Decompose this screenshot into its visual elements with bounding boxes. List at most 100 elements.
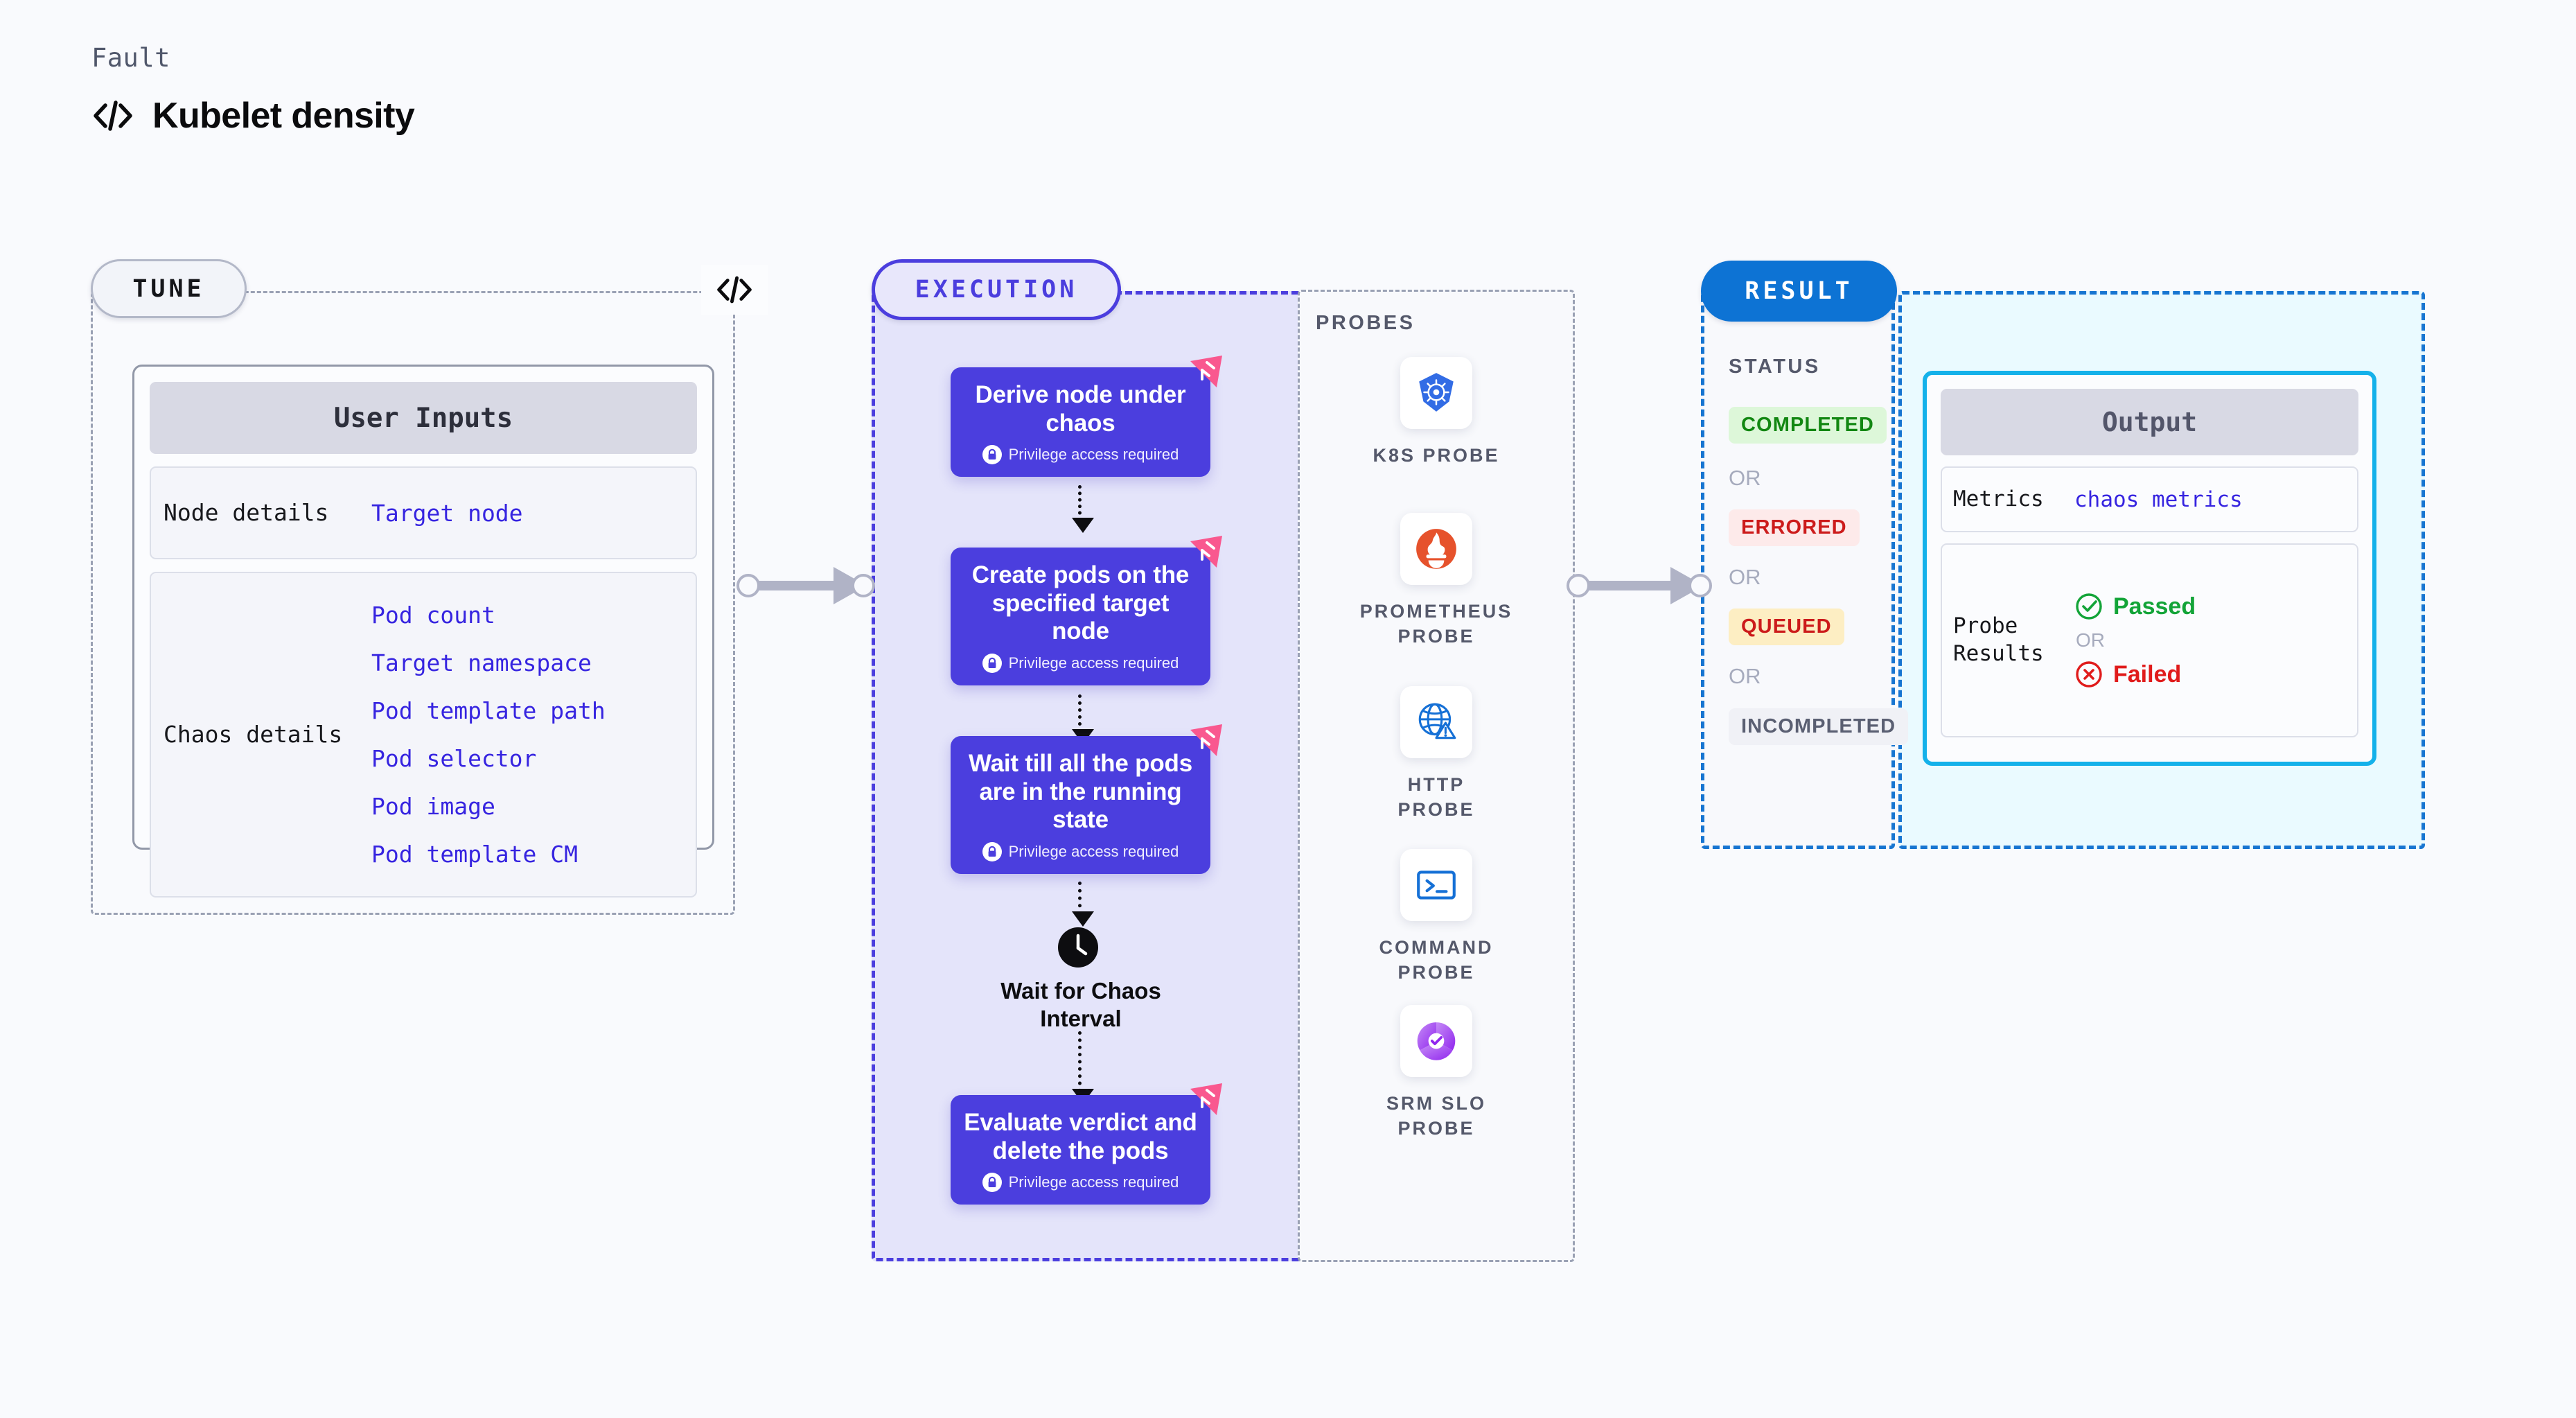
flow-arrow [1072, 694, 1094, 744]
flow-node-privilege-note: Privilege access required [963, 1173, 1198, 1193]
harness-logo-badge-icon [1190, 356, 1222, 387]
wait-for-chaos-interval-label: Wait for Chaos Interval [1000, 978, 1161, 1031]
flow-node-evaluate-verdict[interactable]: Evaluate verdict and delete the pods Pri… [951, 1083, 1222, 1205]
clock-icon [1058, 927, 1098, 968]
probe-result-failed: Failed [2074, 660, 2196, 689]
input-value[interactable]: Pod count [371, 602, 495, 629]
title-row: Kubelet density [91, 95, 415, 137]
harness-logo-badge-icon [1190, 1083, 1222, 1115]
lock-icon [982, 1173, 1002, 1193]
page-title: Kubelet density [152, 96, 415, 136]
user-inputs-title: User Inputs [150, 382, 697, 454]
status-label: STATUS [1729, 356, 1821, 378]
input-value[interactable]: Target namespace [371, 649, 592, 676]
privilege-note-text: Privilege access required [1008, 654, 1179, 672]
probe-result-passed: Passed [2074, 592, 2196, 621]
harness-logo-badge-icon [1190, 536, 1222, 568]
input-value[interactable]: Pod template path [371, 697, 606, 724]
input-group-values: Pod count Target namespace Pod template … [371, 602, 606, 868]
probe-icon-container [1400, 1005, 1472, 1077]
flow-node-title: Wait till all the pods are in the runnin… [969, 750, 1192, 834]
status-badge-incompleted: INCOMPLETED [1729, 708, 1909, 745]
probes-section [1298, 290, 1575, 1262]
privilege-note-text: Privilege access required [1008, 446, 1179, 464]
output-value-metrics[interactable]: chaos metrics [2074, 487, 2243, 512]
flow-node-title: Create pods on the specified target node [971, 561, 1190, 645]
page-header: Fault Kubelet density [91, 43, 415, 137]
execution-stage-pill[interactable]: EXECUTION [872, 259, 1121, 320]
flow-arrow [1072, 485, 1094, 533]
input-value[interactable]: Target node [371, 499, 523, 527]
status-or-label: OR [1729, 466, 1761, 490]
prometheus-icon [1416, 529, 1456, 569]
input-group-label: Node details [164, 499, 329, 527]
srm-slo-icon [1417, 1022, 1456, 1060]
output-card-title: Output [1941, 389, 2358, 455]
output-label-probe-results: Probe Results [1953, 613, 2044, 666]
probe-results-values: Passed OR Failed [2074, 592, 2196, 689]
eyebrow-label: Fault [91, 43, 170, 73]
lock-icon [982, 841, 1002, 861]
flow-node-wait-pods-running[interactable]: Wait till all the pods are in the runnin… [951, 724, 1222, 874]
probe-icon-container [1400, 686, 1472, 758]
kubernetes-icon [1419, 373, 1454, 412]
probe-result-or-label: OR [2076, 629, 2105, 651]
probe-label: K8S PROBE [1373, 445, 1500, 466]
probe-item-command[interactable]: COMMAND PROBE [1367, 849, 1506, 986]
probe-label: PROMETHEUS PROBE [1359, 601, 1513, 647]
tune-stage-pill[interactable]: TUNE [91, 259, 247, 318]
status-or-label: OR [1729, 664, 1761, 688]
output-label-metrics: Metrics [1953, 486, 2044, 511]
input-group-label: Chaos details [164, 721, 343, 749]
probe-item-prometheus[interactable]: PROMETHEUS PROBE [1360, 513, 1510, 649]
flow-node-title: Evaluate verdict and delete the pods [964, 1109, 1197, 1164]
tune-section: User Inputs Node details Target node Cha… [91, 291, 735, 915]
input-group-chaos-details: Chaos details Pod count Target namespace… [150, 572, 697, 898]
terminal-icon [1417, 870, 1456, 900]
flow-node-create-pods[interactable]: Create pods on the specified target node… [951, 536, 1222, 685]
probes-section-label: PROBES [1316, 312, 1415, 334]
status-badge-queued: QUEUED [1729, 609, 1844, 645]
input-value[interactable]: Pod image [371, 793, 495, 820]
probe-label: COMMAND PROBE [1379, 937, 1494, 983]
flow-node-privilege-note: Privilege access required [963, 841, 1198, 861]
code-brackets-icon [94, 100, 132, 131]
status-badge-errored: ERRORED [1729, 509, 1860, 546]
output-card: Output Metrics chaos metrics Probe Resul… [1923, 371, 2376, 766]
status-badge-completed: COMPLETED [1729, 407, 1887, 444]
output-group-metrics: Metrics chaos metrics [1941, 466, 2358, 532]
flow-node-privilege-note: Privilege access required [963, 653, 1198, 673]
probe-result-failed-label: Failed [2113, 660, 2182, 688]
connector-execution-to-result [1567, 567, 1712, 604]
result-stage-pill[interactable]: RESULT [1701, 261, 1897, 322]
input-value[interactable]: Pod template CM [371, 841, 579, 868]
lock-icon [982, 653, 1002, 673]
probe-item-srm-slo[interactable]: SRM SLO PROBE [1367, 1005, 1506, 1141]
probe-item-k8s[interactable]: K8S PROBE [1367, 357, 1506, 468]
input-group-node-details: Node details Target node [150, 466, 697, 559]
flow-node-derive-node[interactable]: Derive node under chaos Privilege access… [951, 356, 1222, 478]
probe-icon-container [1400, 513, 1472, 585]
probe-item-http[interactable]: HTTP PROBE [1367, 686, 1506, 823]
check-circle-icon [2076, 593, 2102, 620]
flow-arrow [1072, 1031, 1094, 1104]
user-inputs-card: User Inputs Node details Target node Cha… [132, 365, 714, 898]
flow-arrow [1072, 882, 1094, 927]
input-group-values: Target node [371, 500, 523, 527]
code-brackets-icon [701, 265, 768, 315]
harness-logo-badge-icon [1190, 724, 1222, 756]
flow-node-title: Derive node under chaos [975, 381, 1186, 437]
privilege-note-text: Privilege access required [1008, 1173, 1179, 1191]
connector-tune-to-execution [736, 567, 875, 604]
x-circle-icon [2076, 661, 2102, 688]
output-group-probe-results: Probe Results Passed OR Faile [1941, 543, 2358, 737]
probe-icon-container [1400, 849, 1472, 921]
input-value[interactable]: Pod selector [371, 745, 537, 772]
privilege-note-text: Privilege access required [1008, 842, 1179, 860]
probe-result-passed-label: Passed [2113, 593, 2196, 620]
probe-label: SRM SLO PROBE [1386, 1093, 1486, 1139]
probe-label: HTTP PROBE [1397, 774, 1475, 821]
status-or-label: OR [1729, 565, 1761, 589]
lock-icon [982, 445, 1002, 465]
